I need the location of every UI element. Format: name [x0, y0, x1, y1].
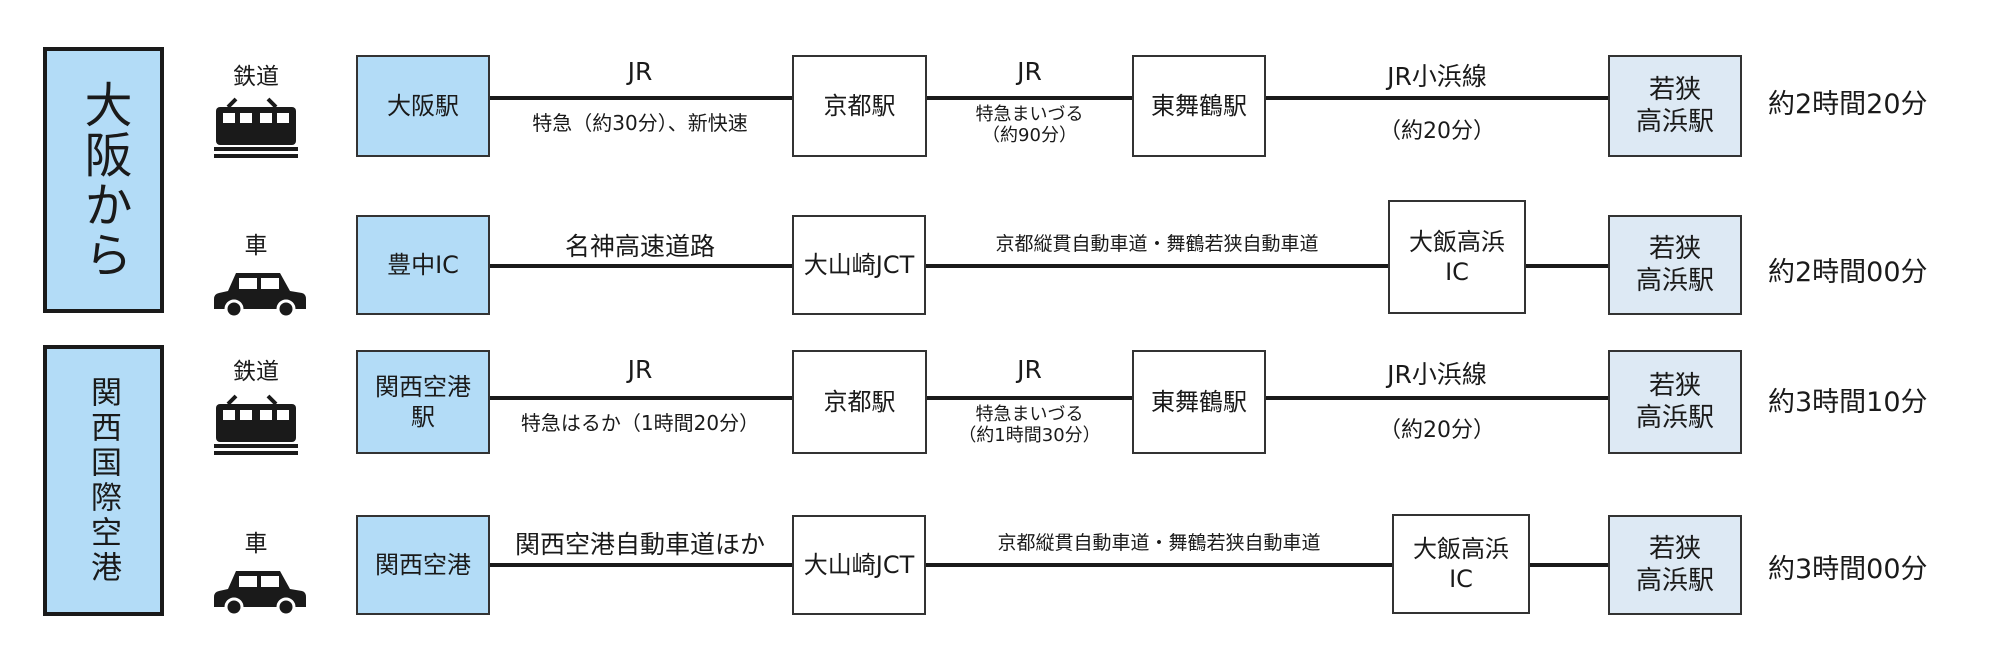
start-toyonaka-ic: 豊中IC — [356, 215, 490, 315]
segment-kyoto-jukan-label: 京都縦貫自動車道・舞鶴若狭自動車道 — [997, 532, 1321, 554]
junction-oyamazaki: 大山崎JCT — [792, 215, 926, 315]
interchange-ohi-takahama: 大飯高浜 IC — [1392, 514, 1530, 614]
station-higashi-maizuru: 東舞鶴駅 — [1132, 55, 1266, 157]
total-time: 約3時間00分 — [1768, 554, 1928, 585]
origin-kansai-airport: 関西国際空港 — [43, 345, 164, 616]
segment-obama-line-label: JR小浜線 — [1387, 360, 1487, 389]
segment-maizuru-note: 特急まいづる （約1時間30分） — [958, 404, 1101, 446]
destination-wakasa-takahama: 若狭 高浜駅 — [1608, 55, 1742, 157]
segment-express-note: 特急（約30分）、新快速 — [532, 111, 748, 135]
route-line — [488, 96, 1608, 100]
car-icon — [214, 571, 306, 617]
junction-oyamazaki: 大山崎JCT — [792, 515, 926, 615]
destination-wakasa-takahama: 若狭 高浜駅 — [1608, 515, 1742, 615]
segment-haruka-note: 特急はるか（1時間20分） — [520, 411, 760, 435]
origin-osaka: 大阪から — [43, 47, 164, 313]
start-kansai-airport: 関西空港 — [356, 515, 490, 615]
total-time: 約3時間10分 — [1768, 387, 1928, 418]
route-line — [488, 396, 1608, 400]
mode-label-car: 車 — [244, 233, 268, 259]
mode-label-rail: 鉄道 — [233, 64, 279, 90]
station-kyoto: 京都駅 — [792, 350, 927, 454]
origin-osaka-label: 大阪から — [75, 80, 132, 280]
segment-maizuru-note: 特急まいづる （約90分） — [975, 104, 1084, 146]
destination-wakasa-takahama: 若狭 高浜駅 — [1608, 350, 1742, 454]
segment-meishin-label: 名神高速道路 — [564, 232, 715, 261]
mode-label-car: 車 — [244, 531, 268, 557]
start-kansai-airport-station: 関西空港 駅 — [356, 350, 490, 454]
route-line — [488, 563, 1608, 567]
segment-jr-label: JR — [627, 57, 653, 86]
total-time: 約2時間00分 — [1768, 257, 1928, 288]
segment-jr-label-2: JR — [1017, 355, 1042, 384]
segment-jr-label-2: JR — [1017, 57, 1042, 86]
destination-wakasa-takahama: 若狭 高浜駅 — [1608, 215, 1742, 315]
segment-kyoto-jukan-label: 京都縦貫自動車道・舞鶴若狭自動車道 — [995, 233, 1319, 255]
segment-jr-label: JR — [627, 355, 653, 384]
segment-obama-line-label: JR小浜線 — [1387, 62, 1487, 91]
station-kyoto: 京都駅 — [792, 55, 927, 157]
start-station-osaka: 大阪駅 — [356, 55, 490, 157]
car-icon — [214, 273, 306, 319]
station-higashi-maizuru: 東舞鶴駅 — [1132, 350, 1266, 454]
total-time: 約2時間20分 — [1768, 89, 1928, 120]
route-line — [488, 264, 1608, 268]
interchange-ohi-takahama: 大飯高浜 IC — [1388, 200, 1526, 314]
origin-kansai-label: 関西国際空港 — [85, 375, 121, 586]
train-icon — [214, 394, 298, 455]
segment-obama-line-note: （約20分） — [1379, 119, 1495, 144]
segment-kansai-expressway-label: 関西空港自動車道ほか — [514, 530, 765, 559]
segment-obama-line-note: （約20分） — [1379, 418, 1495, 443]
mode-label-rail: 鉄道 — [233, 359, 279, 385]
train-icon — [214, 97, 298, 158]
